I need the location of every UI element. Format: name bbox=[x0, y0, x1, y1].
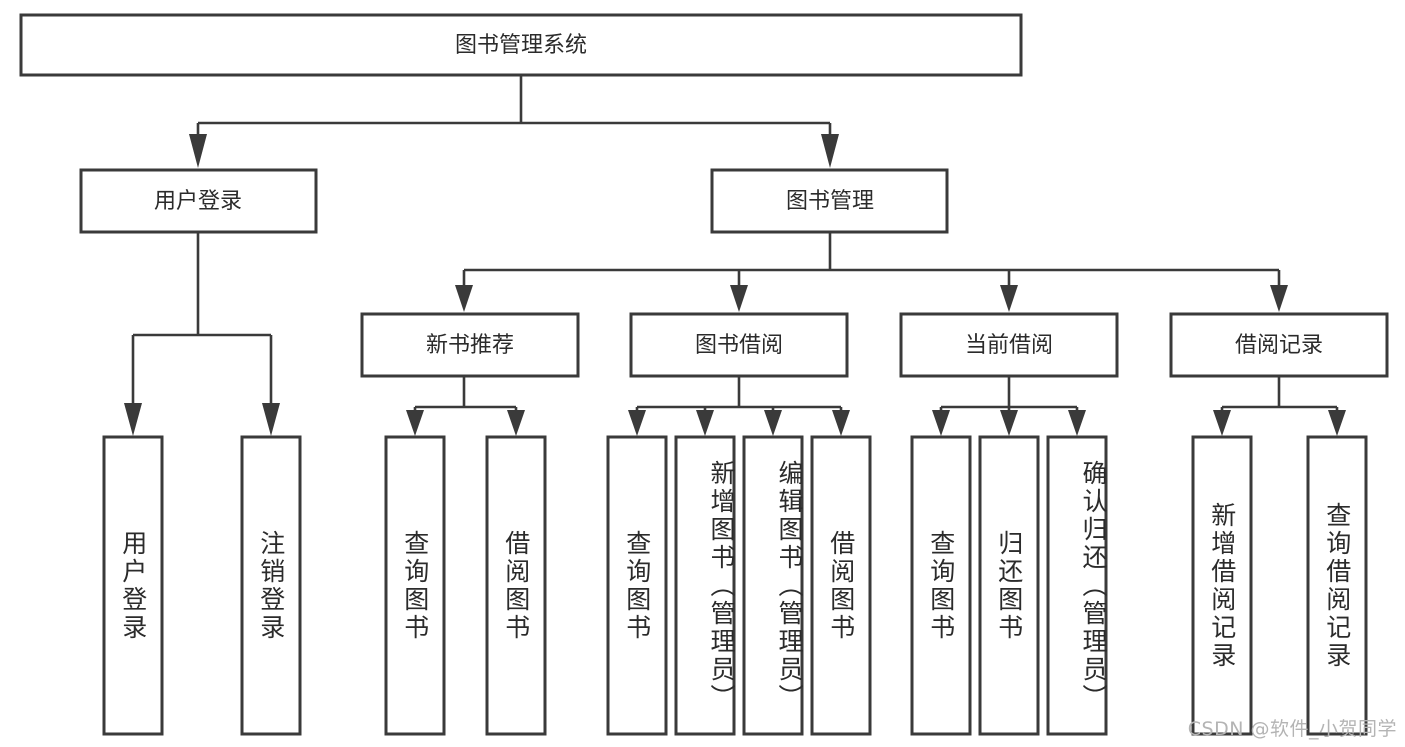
node-book-borrow-label: 图书借阅 bbox=[695, 333, 783, 358]
arrow-to-leaf-add-record bbox=[1213, 410, 1231, 436]
node-current-borrow-label: 当前借阅 bbox=[965, 333, 1053, 358]
arrow-to-leaf-query-record bbox=[1328, 410, 1346, 436]
leaf-box-confirm-return[interactable] bbox=[1046, 435, 1108, 736]
node-current-borrow-box[interactable] bbox=[899, 312, 1119, 378]
node-borrow-record[interactable]: 借阅记录 bbox=[1169, 312, 1389, 378]
node-root[interactable]: 图书管理系统 bbox=[19, 13, 1023, 77]
node-new-book-recommend-label: 新书推荐 bbox=[426, 333, 514, 358]
watermark-text: CSDN @软件_小贺同学 bbox=[1187, 718, 1397, 740]
node-book-manage-label: 图书管理 bbox=[786, 189, 874, 214]
arrow-to-book-borrow bbox=[730, 285, 748, 312]
connectors-root-to-level2 bbox=[189, 75, 839, 168]
arrow-to-leaf-add-book bbox=[696, 410, 714, 436]
leaf-box-query-book-3[interactable] bbox=[910, 435, 972, 736]
node-borrow-record-box[interactable] bbox=[1169, 312, 1389, 378]
arrow-to-leaf-edit-book bbox=[764, 410, 782, 436]
leaf-box-borrow-book-1[interactable] bbox=[485, 435, 547, 736]
node-borrow-record-label: 借阅记录 bbox=[1235, 333, 1323, 358]
node-user-login-box[interactable] bbox=[79, 168, 318, 234]
connectors-bookmanage-to-level3 bbox=[455, 233, 1288, 312]
arrow-to-leaf-query-book-2 bbox=[628, 410, 646, 436]
leaf-box-query-book-1[interactable] bbox=[384, 435, 446, 736]
node-user-login-label: 用户登录 bbox=[154, 189, 242, 214]
arrow-to-leaf-confirm-return bbox=[1068, 410, 1086, 436]
connectors-currentborrow-to-leaves bbox=[932, 376, 1086, 436]
node-new-book-recommend[interactable]: 新书推荐 bbox=[360, 312, 580, 378]
leaf-box-query-book-2[interactable] bbox=[606, 435, 668, 736]
connectors-bookborrow-to-leaves bbox=[628, 376, 850, 436]
leaf-box-query-record[interactable] bbox=[1306, 435, 1368, 736]
arrow-to-leaf-query-book-3 bbox=[932, 410, 950, 436]
arrow-to-leaf-query-book-1 bbox=[406, 410, 424, 436]
node-root-box[interactable] bbox=[19, 13, 1023, 77]
leaf-box-return-book[interactable] bbox=[978, 435, 1040, 736]
arrow-to-user-login bbox=[189, 134, 207, 168]
node-book-manage-box[interactable] bbox=[710, 168, 949, 234]
arrow-to-borrow-record bbox=[1270, 285, 1288, 312]
arrow-to-leaf-user-login bbox=[124, 403, 142, 436]
node-user-login[interactable]: 用户登录 bbox=[79, 168, 318, 234]
node-book-manage[interactable]: 图书管理 bbox=[710, 168, 949, 234]
arrow-to-leaf-borrow-book-2 bbox=[832, 410, 850, 436]
connectors-userlogin-to-leaves bbox=[124, 233, 280, 436]
leaf-box-add-record[interactable] bbox=[1191, 435, 1253, 736]
arrow-to-new-book-recommend bbox=[455, 285, 473, 312]
arrow-to-current-borrow bbox=[1000, 285, 1018, 312]
leaf-box-add-book[interactable] bbox=[674, 435, 736, 736]
node-root-label: 图书管理系统 bbox=[455, 33, 587, 58]
leaf-box-borrow-book-2[interactable] bbox=[810, 435, 872, 736]
arrow-to-leaf-logout bbox=[262, 403, 280, 436]
arrow-to-book-manage bbox=[821, 134, 839, 168]
node-current-borrow[interactable]: 当前借阅 bbox=[899, 312, 1119, 378]
arrow-to-leaf-borrow-book-1 bbox=[507, 410, 525, 436]
leaf-box-edit-book[interactable] bbox=[742, 435, 804, 736]
connectors-borrowrecord-to-leaves bbox=[1213, 376, 1346, 436]
node-book-borrow-box[interactable] bbox=[629, 312, 849, 378]
node-book-borrow[interactable]: 图书借阅 bbox=[629, 312, 849, 378]
leaf-box-logout[interactable] bbox=[240, 435, 302, 736]
arrow-to-leaf-return-book bbox=[1000, 410, 1018, 436]
connectors-newbook-to-leaves bbox=[406, 376, 525, 436]
leaf-box-user-login[interactable] bbox=[102, 435, 164, 736]
node-new-book-recommend-box[interactable] bbox=[360, 312, 580, 378]
